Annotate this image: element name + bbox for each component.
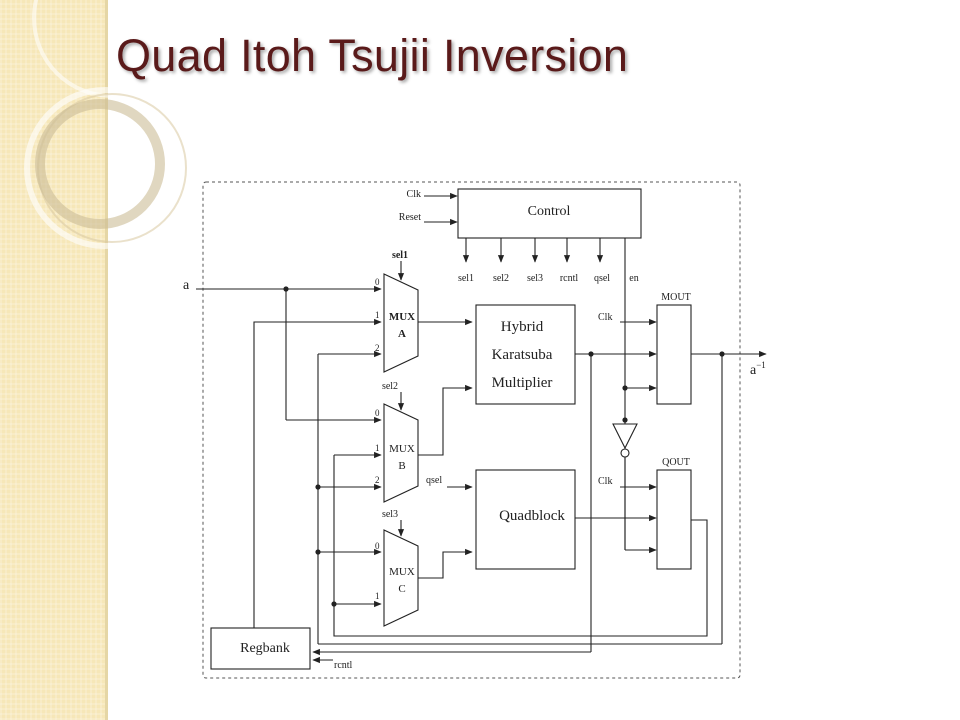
qout-label: QOUT [662, 457, 690, 468]
mux-b [383, 403, 419, 503]
mux-b-out-wire [418, 384, 473, 456]
control-block [457, 188, 642, 239]
slide-title: Quad Itoh Tsujii Inversion [116, 30, 629, 81]
control-out-sel2: sel2 [493, 273, 509, 284]
mux-a-line1: MUX [389, 311, 415, 323]
multiplier-line2: Karatsuba [492, 347, 553, 363]
mux-c [383, 529, 419, 627]
multiplier-line1: Hybrid [501, 319, 544, 335]
sidebar-edge [105, 0, 108, 720]
mux-b-line2: B [398, 460, 405, 472]
mux-a-line2: A [398, 328, 406, 340]
control-clk-label: Clk [407, 189, 421, 200]
regbank-label: Regbank [240, 641, 290, 656]
mux-b-port-1: 1 [375, 443, 380, 453]
mux-c-line2: C [398, 583, 405, 595]
qout-clk-label: Clk [598, 476, 612, 487]
regbank-block [210, 627, 311, 670]
multiplier-block [475, 304, 576, 405]
control-out-qsel: qsel [594, 273, 610, 284]
quadblock-block [475, 469, 576, 570]
mux-c-port-1: 1 [375, 591, 380, 601]
multiplier-line3: Multiplier [492, 375, 553, 391]
control-out-sel3: sel3 [527, 273, 543, 284]
regbank-rcntl-label: rcntl [334, 660, 353, 671]
mux-b-line1: MUX [389, 443, 415, 455]
regbank-to-muxa-wire [253, 318, 382, 628]
mux-a-port-0: 0 [375, 277, 380, 287]
mout-clk-label: Clk [598, 312, 612, 323]
mux-a-select-label: sel1 [392, 250, 408, 261]
output-superscript: −1 [756, 360, 766, 370]
output-base: a [750, 363, 757, 378]
mux-a-port-2: 2 [375, 343, 380, 353]
mux-c-out-wire [418, 548, 473, 579]
system-boundary [202, 181, 741, 679]
control-label: Control [528, 204, 571, 219]
quadblock-qsel-label: qsel [426, 475, 442, 486]
control-reset-label: Reset [399, 212, 421, 223]
quadblock-label: Quadblock [499, 508, 565, 524]
inverter-triangle [612, 423, 638, 450]
control-out-sel1: sel1 [458, 273, 474, 284]
mux-a [383, 273, 419, 373]
mux-c-port-0: 0 [375, 541, 380, 551]
mux-b-port-0: 0 [375, 408, 380, 418]
mux-b-port-2: 2 [375, 475, 380, 485]
mout-register [656, 304, 692, 405]
output-label: a−1 [750, 360, 766, 378]
mux-c-select-label: sel3 [382, 509, 398, 520]
mux-a-port-1: 1 [375, 310, 380, 320]
decorative-circles [24, 0, 192, 249]
inverter-bubble [620, 448, 630, 458]
en-junction-inverter [622, 417, 628, 423]
mux-b-select-label: sel2 [382, 381, 398, 392]
mout-label: MOUT [661, 292, 690, 303]
qout-register [656, 469, 692, 570]
input-a-label: a [183, 278, 190, 293]
control-out-en: en [629, 273, 638, 284]
qout-feedback-wire [333, 455, 708, 637]
mux-c-line1: MUX [389, 566, 415, 578]
control-out-rcntl: rcntl [560, 273, 579, 284]
